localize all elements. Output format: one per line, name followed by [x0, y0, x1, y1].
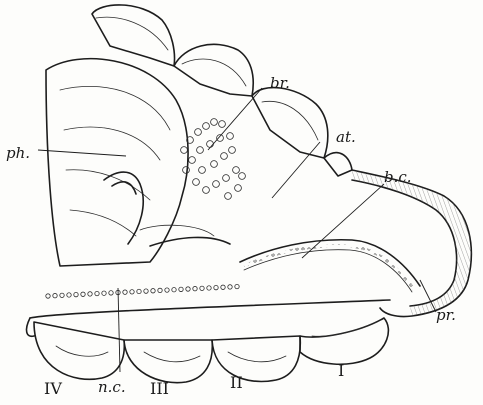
cell-circle [207, 141, 214, 148]
body-cavity [240, 240, 420, 292]
cell-circle [197, 147, 204, 154]
band-dot [88, 292, 92, 296]
cell-circle [211, 119, 218, 126]
cell-circle [213, 181, 220, 188]
cell-circle [223, 175, 230, 182]
numeral-iv: IV [44, 379, 62, 398]
band-dot [193, 286, 197, 290]
lower-lobes [27, 300, 390, 383]
cell-circle [219, 121, 226, 128]
cell-circle [227, 133, 234, 140]
cell-cluster [181, 119, 246, 200]
band-dot [46, 294, 50, 298]
cell-circle [193, 179, 200, 186]
band-dot [235, 284, 239, 288]
cell-circle [181, 147, 188, 154]
label-at: at. [336, 128, 356, 146]
cell-circle [199, 167, 206, 174]
band-dot [74, 292, 78, 296]
label-nc: n.c. [98, 378, 126, 396]
cell-circle [235, 185, 242, 192]
numeral-ii: II [230, 373, 243, 392]
band-dot [137, 289, 141, 293]
label-br: br. [270, 74, 290, 92]
band-dot [81, 292, 85, 296]
cell-circle [183, 167, 190, 174]
band-dot [67, 293, 71, 297]
band-dot [102, 291, 106, 295]
band-dot [221, 285, 225, 289]
band-dot [60, 293, 64, 297]
band-dot [165, 288, 169, 292]
leader-lines [38, 88, 436, 372]
cell-circle [233, 167, 240, 174]
label-bc: b.c. [384, 168, 412, 186]
band-dot [144, 289, 148, 293]
band-dot [214, 285, 218, 289]
dotted-band [46, 284, 239, 298]
band-dot [109, 291, 113, 295]
cell-circle [221, 153, 228, 160]
band-dot [130, 290, 134, 294]
band-dot [179, 287, 183, 291]
label-ph: ph. [6, 144, 30, 162]
nc-leader [118, 288, 120, 372]
cell-circle [203, 123, 210, 130]
at-leader [272, 142, 320, 198]
ph-leader [38, 150, 126, 156]
band-dot [172, 288, 176, 292]
cell-circle [211, 161, 218, 168]
band-dot [151, 289, 155, 293]
numeral-i: I [338, 361, 344, 380]
cell-circle [195, 129, 202, 136]
band-dot [123, 290, 127, 294]
band-dot [95, 291, 99, 295]
cell-circle [229, 147, 236, 154]
cell-circle [225, 193, 232, 200]
band-dot [207, 286, 211, 290]
cell-circle [189, 157, 196, 164]
band-dot [200, 286, 204, 290]
labels: ph. br. at. b.c. pr. n.c. IV III II I [6, 74, 456, 398]
cell-circle [203, 187, 210, 194]
pharynx-region [46, 59, 188, 266]
band-dot [53, 293, 57, 297]
cell-circle [239, 173, 246, 180]
band-dot [158, 288, 162, 292]
label-pr: pr. [436, 306, 456, 324]
band-dot [228, 285, 232, 289]
numeral-iii: III [150, 379, 169, 398]
band-dot [186, 287, 190, 291]
